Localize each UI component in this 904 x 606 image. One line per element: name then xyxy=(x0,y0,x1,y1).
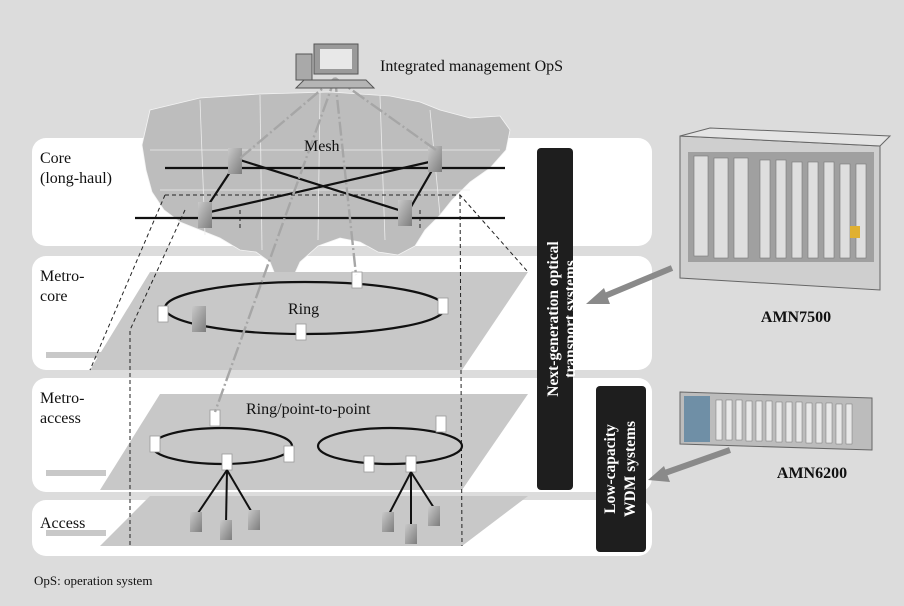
ring-node xyxy=(437,297,449,315)
metro-core-label-line2: core xyxy=(40,288,68,305)
metro-access-ring-right xyxy=(316,426,464,466)
ring-node xyxy=(363,455,375,473)
metro-core-nodes xyxy=(157,271,449,341)
amn6200-arrow xyxy=(648,447,731,482)
management-links xyxy=(213,77,437,413)
access-node xyxy=(405,524,417,544)
access-tree-links xyxy=(195,469,435,528)
metro-access-label-line2: access xyxy=(40,410,81,427)
amn7500-arrow xyxy=(586,265,674,304)
amn6200-equipment-icon xyxy=(679,391,873,451)
metro-access-plane-edge xyxy=(46,470,106,476)
management-ops-label: Integrated management OpS xyxy=(380,58,563,75)
ring-label: Ring xyxy=(288,301,319,318)
core-node xyxy=(398,200,412,226)
mesh-label: Mesh xyxy=(304,138,340,155)
low-capacity-label-line1: Low-capacity xyxy=(602,424,619,514)
low-capacity-label-line2: WDM systems xyxy=(622,421,639,517)
low-capacity-wdm-box xyxy=(596,386,646,552)
ring-node xyxy=(295,323,307,341)
access-plane-edge xyxy=(46,530,106,536)
metro-access-plane xyxy=(100,394,528,490)
layer-projection-lines xyxy=(89,194,529,547)
next-gen-label-line1: Next-generation optical xyxy=(545,241,562,397)
metro-core-label-line1: Metro- xyxy=(40,268,84,285)
core-node xyxy=(228,148,242,174)
ring-node xyxy=(221,453,233,471)
amn7500-equipment-icon xyxy=(679,127,892,291)
access-node xyxy=(382,512,394,532)
next-gen-systems-box xyxy=(537,148,573,490)
ring-node xyxy=(283,445,295,463)
ring-node xyxy=(405,455,417,473)
access-nodes xyxy=(190,506,440,544)
access-node xyxy=(248,510,260,530)
metro-core-plane-edge xyxy=(46,352,106,358)
core-node xyxy=(428,146,442,172)
core-mesh-links xyxy=(135,158,505,220)
access-label: Access xyxy=(40,515,85,532)
ring-node xyxy=(157,305,169,323)
core-label-line2: (long-haul) xyxy=(40,170,112,187)
computer-icon xyxy=(294,43,376,89)
access-node xyxy=(190,512,202,532)
amn6200-label: AMN6200 xyxy=(777,465,847,482)
metro-access-label-line1: Metro- xyxy=(40,390,84,407)
access-plane xyxy=(100,496,528,546)
access-node xyxy=(220,520,232,540)
metro-core-plane xyxy=(90,272,528,370)
ring-node xyxy=(192,306,206,332)
core-node xyxy=(198,202,212,228)
core-nodes xyxy=(198,146,442,228)
amn7500-label: AMN7500 xyxy=(761,309,831,326)
access-node xyxy=(428,506,440,526)
ring-node xyxy=(435,415,447,433)
ring-point-to-point-label: Ring/point-to-point xyxy=(246,401,371,418)
core-label-line1: Core xyxy=(40,150,71,167)
metro-access-nodes xyxy=(149,409,447,473)
footnote: OpS: operation system xyxy=(34,573,152,588)
ring-node xyxy=(149,435,161,453)
ring-node xyxy=(351,271,363,289)
ring-node xyxy=(209,409,221,427)
